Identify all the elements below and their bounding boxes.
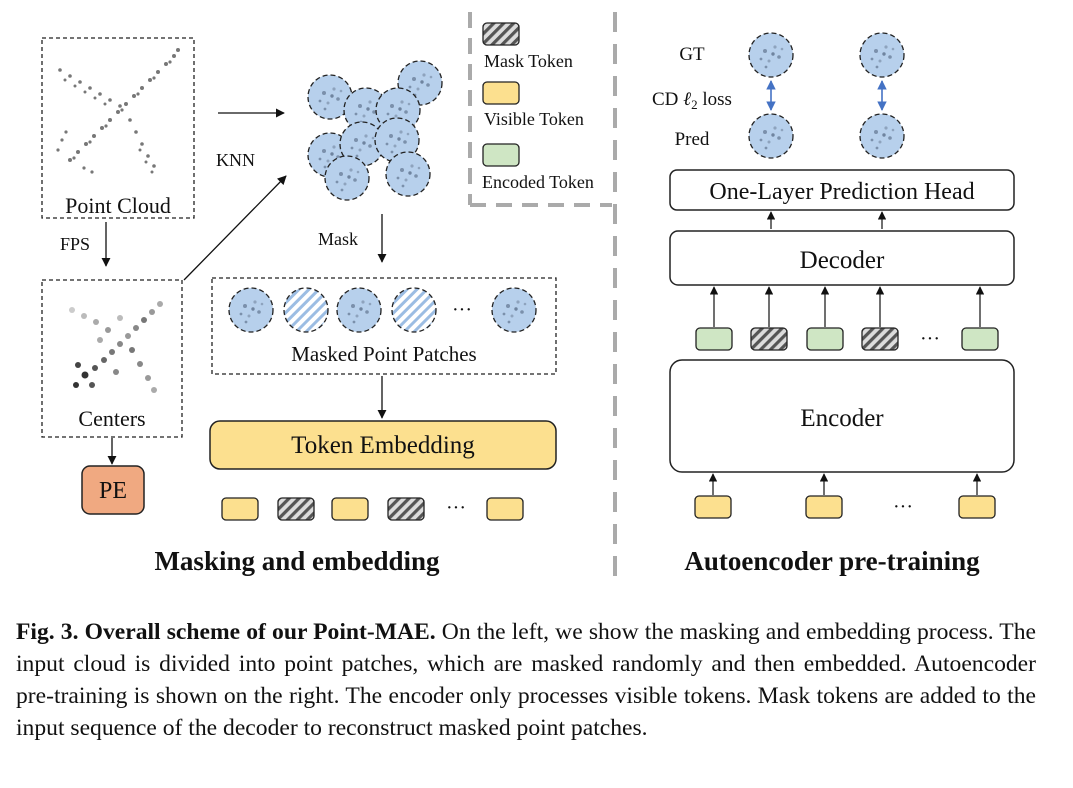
point-cloud-label: Point Cloud [65, 193, 171, 218]
legend-encoded-token: Encoded Token [482, 143, 594, 192]
svg-text:Encoded Token: Encoded Token [482, 172, 594, 192]
knn-label: KNN [216, 150, 255, 170]
centers-node: Centers [41, 279, 183, 438]
prediction-head-label: One-Layer Prediction Head [709, 179, 974, 205]
embedded-token-row: ··· [221, 497, 524, 521]
legend-visible-token: Visible Token [482, 81, 584, 129]
legend-mask-token: Mask Token [482, 22, 573, 71]
point-cloud-node: Point Cloud [41, 37, 195, 219]
prediction-head-node: One-Layer Prediction Head [669, 169, 1015, 211]
legend: Mask Token Visible Token Encoded Token [468, 12, 612, 207]
gt-patches [748, 32, 905, 78]
point-mae-diagram: Point Cloud FPS Centers PE KNN [41, 12, 1015, 580]
masked-point-patches-node: ··· Masked Point Patches [211, 277, 557, 375]
decoder-input-row: ··· [695, 286, 999, 351]
pred-patches [748, 113, 905, 159]
airplane-point-cloud [56, 48, 180, 174]
fps-label: FPS [60, 234, 90, 254]
centers-label: Centers [78, 406, 145, 431]
svg-text:Visible Token: Visible Token [484, 109, 584, 129]
decoder-label: Decoder [800, 247, 885, 274]
center-points [69, 301, 163, 393]
right-section-title: Autoencoder pre-training [684, 546, 980, 576]
caption-text: On the left, we show the masking and emb… [16, 619, 1036, 741]
left-section-title: Masking and embedding [154, 546, 440, 576]
pe-node: PE [81, 465, 145, 515]
loss-label: CD ℓ2 loss [652, 89, 732, 112]
encoder-node: Encoder [669, 359, 1015, 473]
svg-text:Mask Token: Mask Token [484, 51, 573, 71]
masked-point-patches-label: Masked Point Patches [291, 342, 476, 366]
centers-to-knn-arrow [183, 175, 287, 281]
caption-label: Fig. 3. Overall scheme of our Point-MAE. [16, 619, 436, 645]
decoder-node: Decoder [669, 230, 1015, 286]
token-embedding-node: Token Embedding [209, 420, 557, 470]
pred-label: Pred [675, 129, 710, 150]
token-embedding-label: Token Embedding [291, 432, 475, 459]
gt-label: GT [679, 44, 705, 65]
pe-label: PE [99, 478, 127, 504]
encoder-input-row: ··· [694, 473, 996, 519]
encoder-ellipsis: ··· [893, 496, 913, 518]
knn-patch-cluster [307, 60, 443, 201]
encoder-label: Encoder [800, 405, 884, 432]
decoder-ellipsis: ··· [920, 328, 940, 350]
mask-label: Mask [318, 229, 358, 249]
tokens-ellipsis: ··· [446, 497, 466, 519]
patches-ellipsis: ··· [452, 299, 472, 321]
figure-caption: Fig. 3. Overall scheme of our Point-MAE.… [16, 616, 1036, 744]
